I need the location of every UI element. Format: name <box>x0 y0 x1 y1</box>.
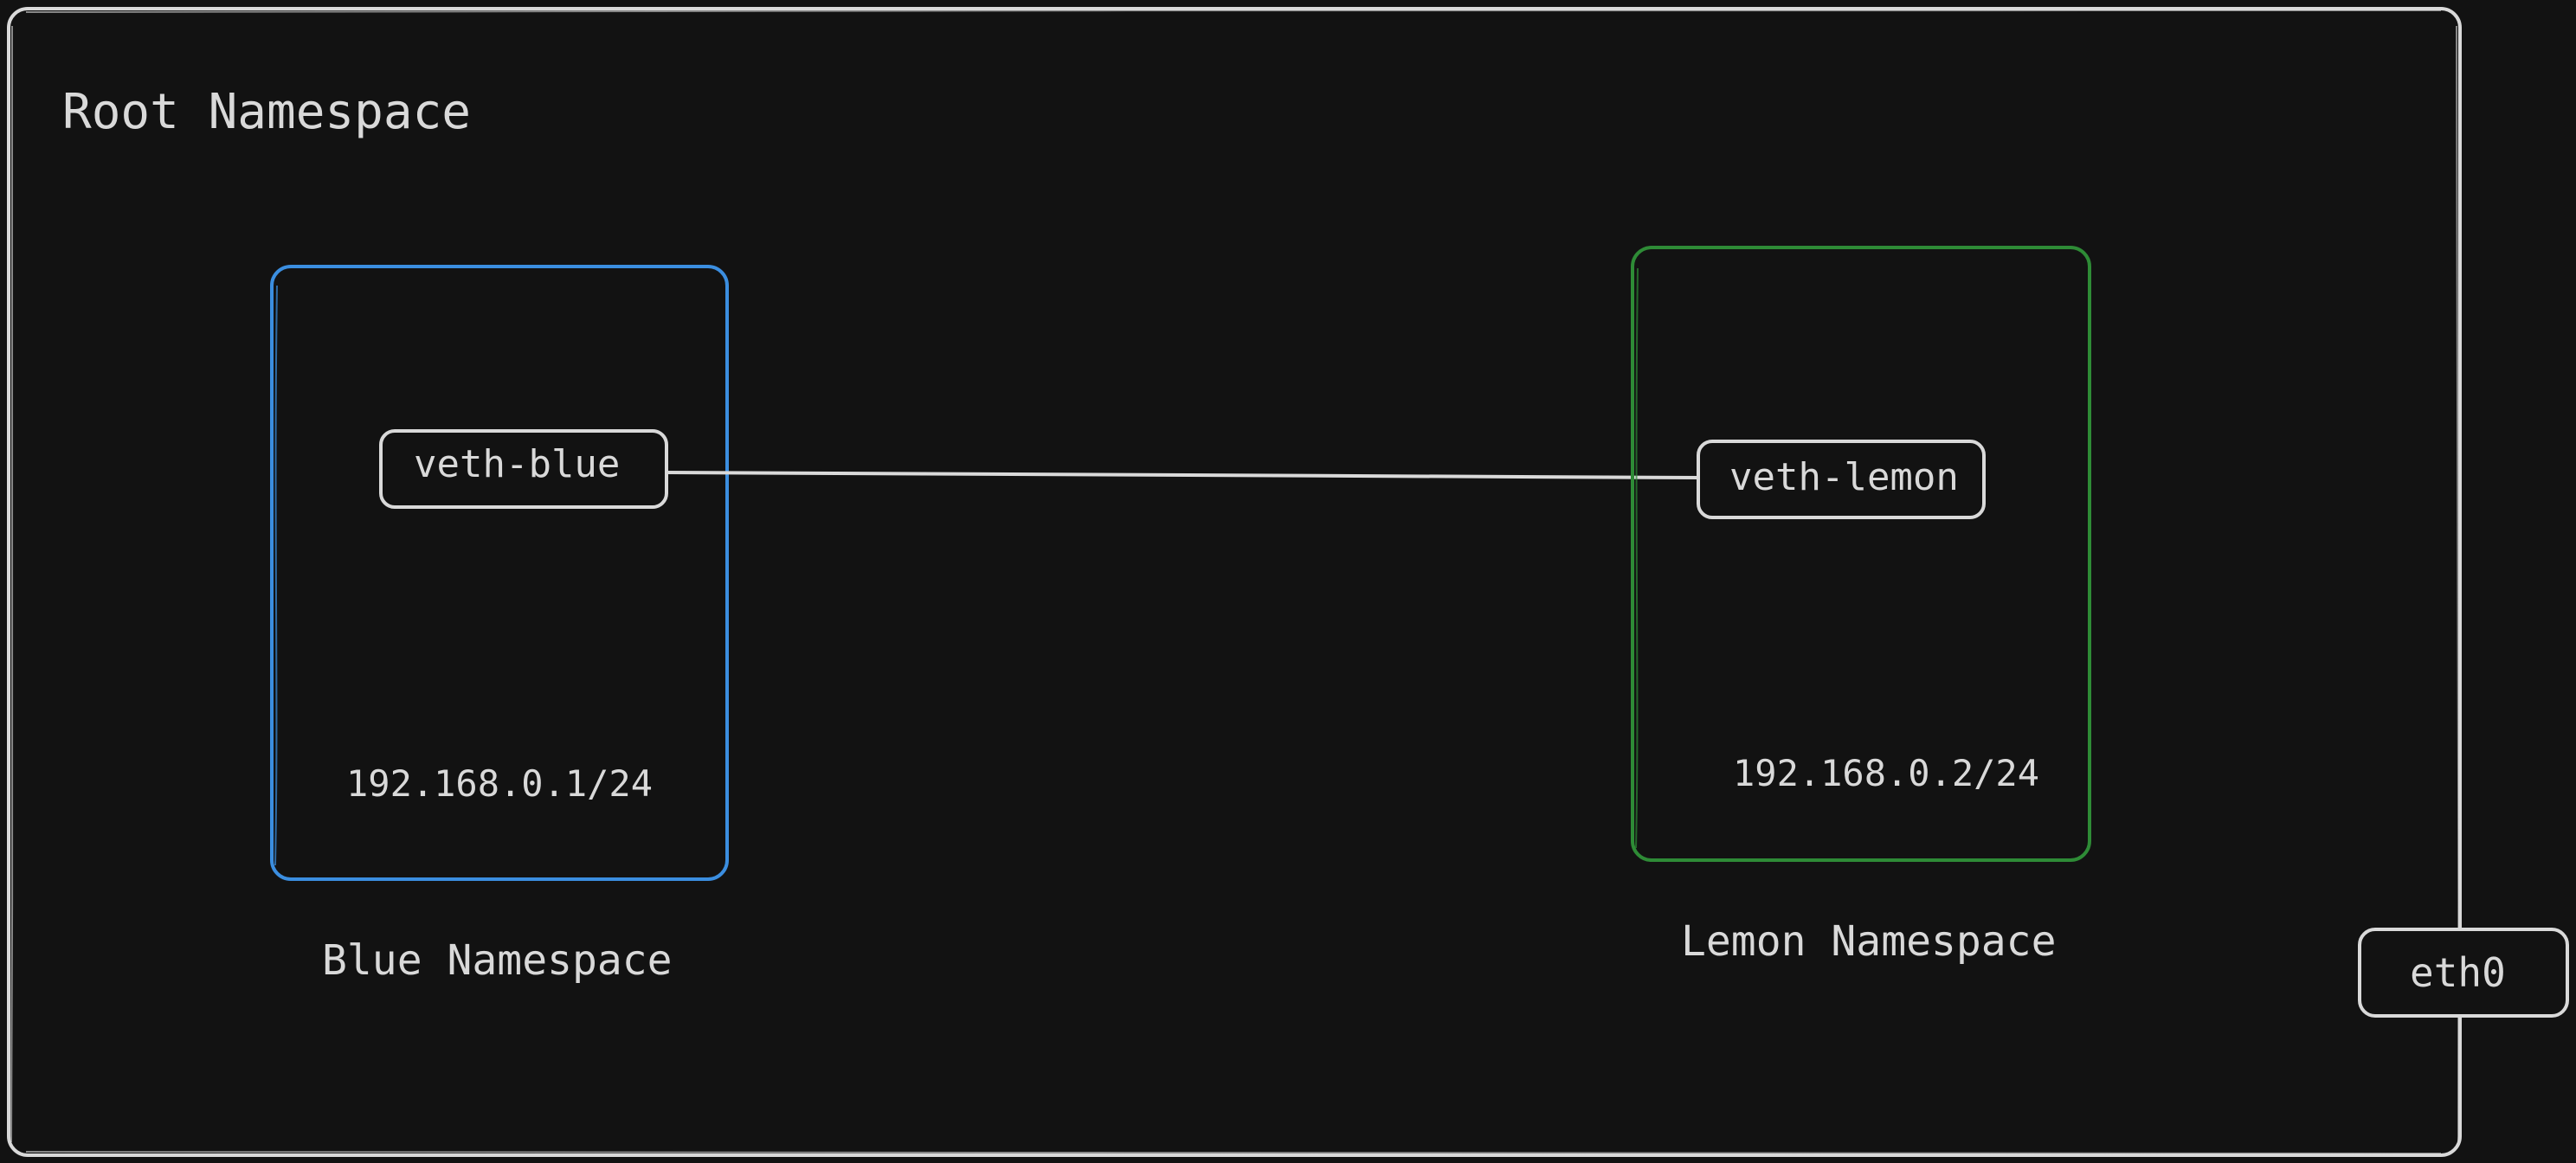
lemon-ip-label: 192.168.0.2/24 <box>1733 752 2039 794</box>
eth0-label: eth0 <box>2410 949 2506 996</box>
veth-link-line <box>666 471 1699 479</box>
lemon-namespace-box <box>1631 246 2091 862</box>
eth0-interface <box>2358 928 2569 1018</box>
veth-lemon-label: veth-lemon <box>1729 455 1959 499</box>
blue-ip-label: 192.168.0.1/24 <box>346 762 653 805</box>
veth-blue-interface <box>379 429 668 509</box>
veth-blue-label: veth-blue <box>414 442 620 486</box>
blue-namespace-box <box>270 265 729 881</box>
veth-lemon-interface <box>1697 440 1986 519</box>
root-namespace-title: Root Namespace <box>62 84 471 140</box>
lemon-namespace-label: Lemon Namespace <box>1681 917 2056 966</box>
blue-namespace-label: Blue Namespace <box>322 936 673 985</box>
